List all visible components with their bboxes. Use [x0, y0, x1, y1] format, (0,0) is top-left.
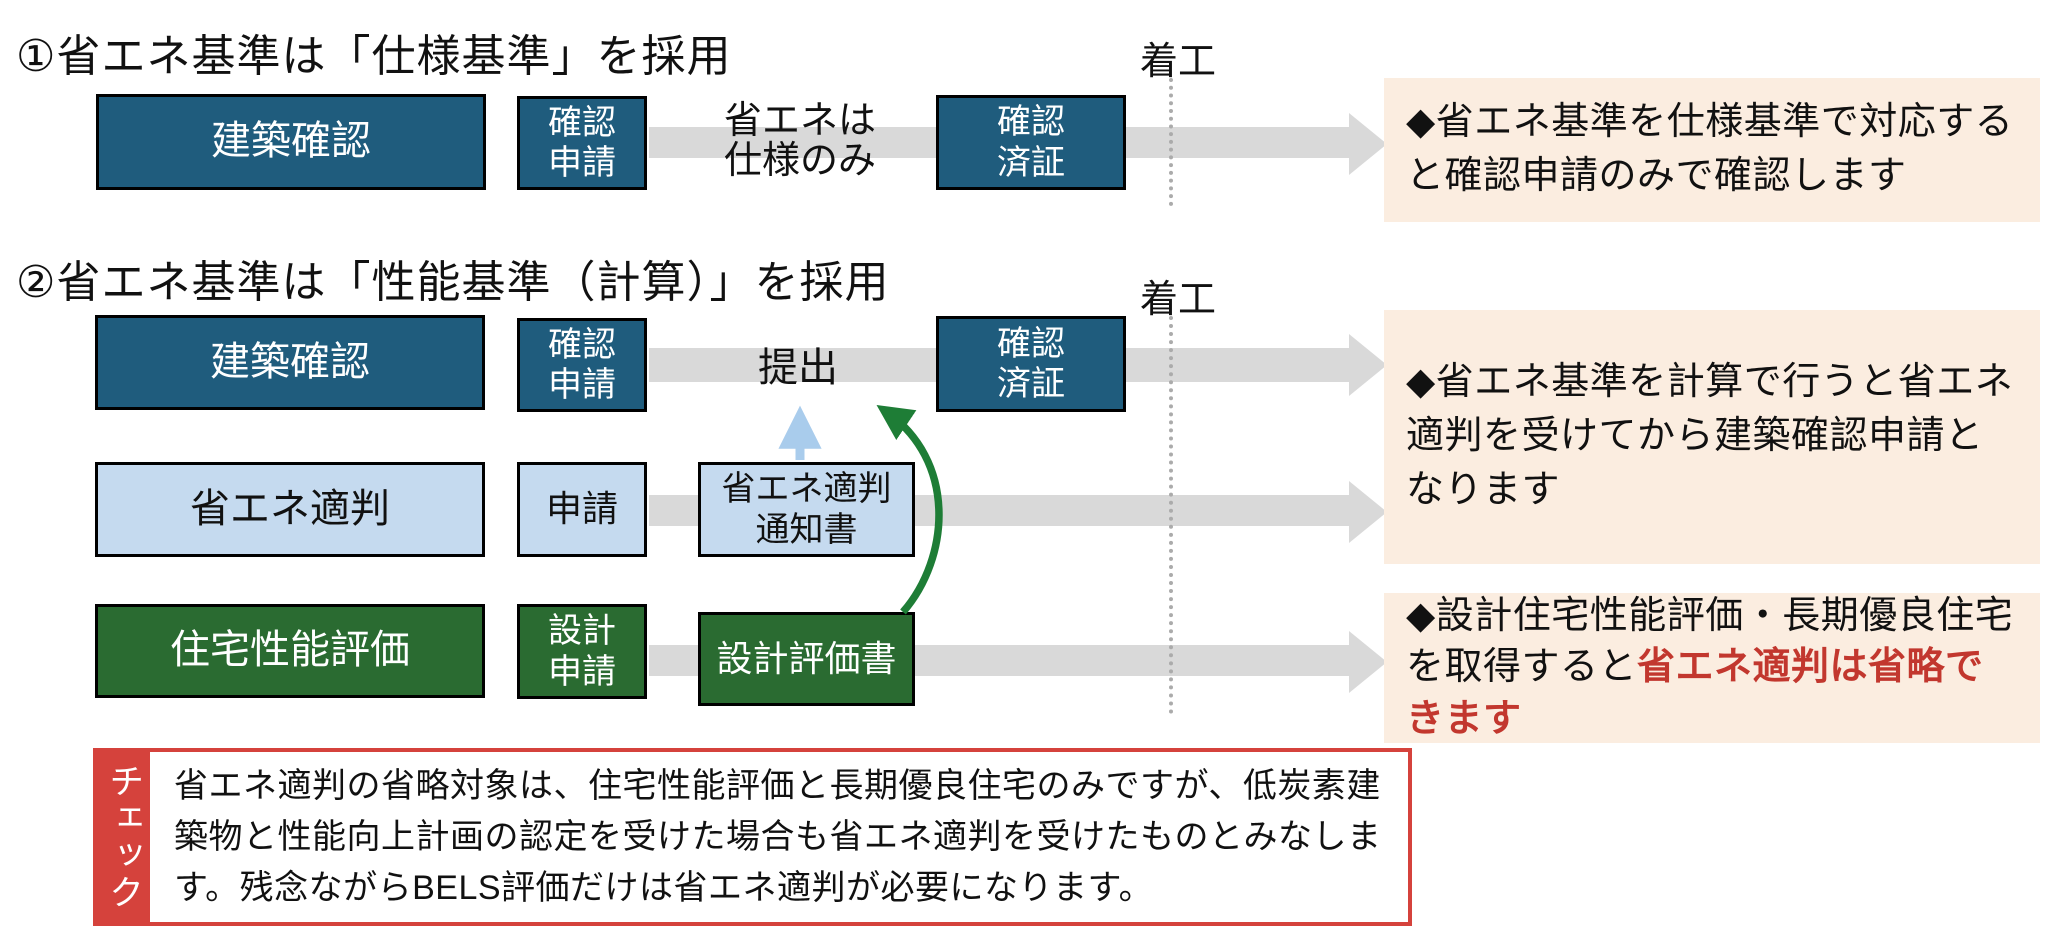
flow-arrowhead-s2r2	[1349, 481, 1387, 543]
s2-housing-evaluation-box: 住宅性能評価	[95, 604, 485, 698]
s1-confirmation-certificate-box: 確認 済証	[936, 95, 1126, 190]
s1-building-confirmation-box: 建築確認	[96, 94, 486, 190]
s1-spec-only-label: 省エネは 仕様のみ	[723, 100, 876, 183]
s2-submit-label: 提出	[758, 346, 838, 390]
s2-construction-start-divider	[1169, 316, 1173, 714]
s2-note-calculation: ◆省エネ基準を計算で行うと省エネ適判を受けてから建築確認申請となります	[1384, 310, 2040, 564]
s1-construction-start-label: 着工	[1140, 41, 1217, 83]
s2-note-calculation-text: ◆省エネ基準を計算で行うと省エネ適判を受けてから建築確認申請となります	[1406, 361, 2014, 511]
flow-arrowhead-s1	[1349, 113, 1387, 175]
s2-building-confirmation-box: 建築確認	[95, 315, 485, 410]
s1-note: ◆省エネ基準を仕様基準で対応すると確認申請のみで確認します	[1384, 78, 2040, 222]
s2-energy-application-box: 申請	[517, 462, 647, 557]
s2-note-evaluation: ◆設計住宅性能評価・長期優良住宅を取得すると省エネ適判は省略できます	[1384, 593, 2040, 743]
check-label: チェック	[104, 763, 143, 911]
s2-design-evaluation-report-box: 設計評価書	[698, 612, 915, 706]
s2-note-evaluation-prefix: ◆設計住宅性能評価・長期優良住宅を取得すると	[1406, 595, 2014, 689]
s2-energy-notification-box: 省エネ適判 通知書	[698, 462, 915, 557]
s2-design-application-box: 設計 申請	[517, 604, 647, 699]
check-body: 省エネ適判の省略対象は、住宅性能評価と長期優良住宅のみですが、低炭素建築物と性能…	[150, 752, 1408, 922]
flow-arrowhead-s2r3	[1349, 631, 1387, 693]
flow-arrowhead-s2r1	[1349, 334, 1387, 396]
s1-construction-start-divider	[1169, 78, 1173, 206]
section1-title: ①省エネ基準は「仕様基準」を採用	[16, 32, 732, 81]
s2-confirmation-certificate-box: 確認 済証	[936, 316, 1126, 412]
s2-construction-start-label: 着工	[1140, 279, 1217, 321]
s2-confirmation-application-box: 確認 申請	[517, 318, 647, 412]
s1-note-text: ◆省エネ基準を仕様基準で対応すると確認申請のみで確認します	[1406, 101, 2014, 197]
s2-note-evaluation-text: ◆設計住宅性能評価・長期優良住宅を取得すると省エネ適判は省略できます	[1406, 591, 2018, 745]
section2-title: ②省エネ基準は「性能基準（計算）」を採用	[16, 258, 890, 307]
s2-energy-judgement-box: 省エネ適判	[95, 462, 485, 557]
s2-note-evaluation-highlight: 省エネ適判は省略できます	[1406, 646, 1984, 740]
check-label-strip: チェック	[97, 752, 150, 922]
check-text: 省エネ適判の省略対象は、住宅性能評価と長期優良住宅のみですが、低炭素建築物と性能…	[174, 766, 1382, 907]
s1-confirmation-application-box: 確認 申請	[517, 96, 647, 190]
check-callout: チェック 省エネ適判の省略対象は、住宅性能評価と長期優良住宅のみですが、低炭素建…	[93, 748, 1412, 926]
